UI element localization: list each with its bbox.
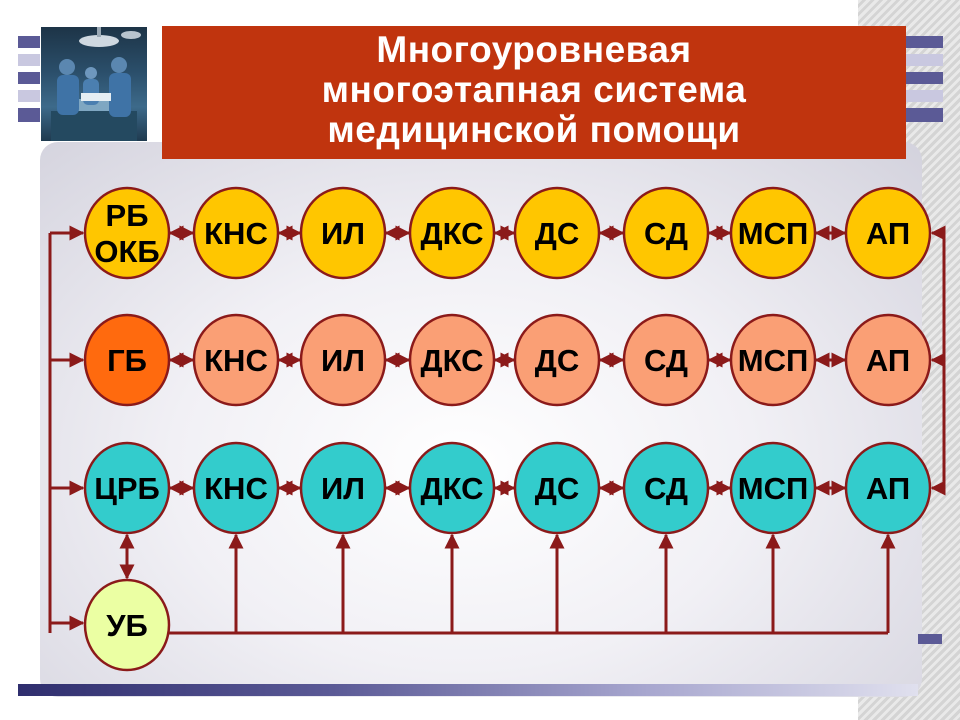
node-circle <box>83 578 171 672</box>
title-banner <box>162 26 906 159</box>
operating-room-photo <box>41 27 147 141</box>
stripe-decoration <box>905 108 943 122</box>
node-2-8: АП <box>844 313 932 407</box>
node-circle <box>192 313 280 407</box>
node-2-3: ИЛ <box>299 313 387 407</box>
node-label: ДС <box>535 343 579 378</box>
node-label: ДКС <box>421 471 484 506</box>
node-label: АП <box>866 343 910 378</box>
node-circle <box>729 313 817 407</box>
node-label: КНС <box>204 343 268 378</box>
stripe-decoration <box>18 54 40 66</box>
node-circle <box>408 186 496 280</box>
node-circle <box>513 441 601 535</box>
node-1-8: АП <box>844 186 932 280</box>
connectors <box>48 225 946 635</box>
node-circle <box>299 186 387 280</box>
node-3-3: ИЛ <box>299 441 387 535</box>
node-circle <box>844 441 932 535</box>
stripe-decoration <box>18 36 40 48</box>
node-circle <box>408 441 496 535</box>
node-circle <box>513 313 601 407</box>
node-circle <box>83 186 171 280</box>
title-line: многоэтапная система <box>321 69 747 110</box>
node-circle <box>729 186 817 280</box>
node-circle <box>513 186 601 280</box>
stripe-decoration <box>905 36 943 48</box>
node-label: МСП <box>738 471 809 506</box>
node-label: ИЛ <box>321 471 365 506</box>
node-circle <box>299 313 387 407</box>
node-1-5: ДС <box>513 186 601 280</box>
node-1-6: СД <box>622 186 710 280</box>
node-1-7: МСП <box>729 186 817 280</box>
node-3-2: КНС <box>192 441 280 535</box>
node-2-2: КНС <box>192 313 280 407</box>
node-label: АП <box>866 216 910 251</box>
node-circle <box>729 441 817 535</box>
node-circle <box>622 313 710 407</box>
node-circle <box>408 313 496 407</box>
node-circle <box>192 186 280 280</box>
node-label: ДКС <box>421 343 484 378</box>
node-2-7: МСП <box>729 313 817 407</box>
node-label: СД <box>644 343 688 378</box>
node-3-4: ДКС <box>408 441 496 535</box>
stripe-decoration <box>905 90 943 102</box>
node-circle <box>299 441 387 535</box>
bottom-accent-bar <box>18 684 918 696</box>
stripe-decoration <box>18 90 40 102</box>
title-line: медицинской помощи <box>327 109 741 150</box>
node-label: ИЛ <box>321 343 365 378</box>
node-label: КНС <box>204 216 268 251</box>
node-label: ГБ <box>107 343 147 378</box>
node-circle <box>622 186 710 280</box>
node-label: ЦРБ <box>94 471 160 506</box>
node-1-3: ИЛ <box>299 186 387 280</box>
node-circle <box>83 313 171 407</box>
node-1-4: ДКС <box>408 186 496 280</box>
node-label: ДС <box>535 471 579 506</box>
node-circle <box>844 186 932 280</box>
surgeons-illustration <box>51 27 141 141</box>
node-3-5: ДС <box>513 441 601 535</box>
node-circle <box>622 441 710 535</box>
node-label: МСП <box>738 343 809 378</box>
node-2-5: ДС <box>513 313 601 407</box>
node-1-2: КНС <box>192 186 280 280</box>
stripe-decoration <box>18 108 40 122</box>
node-label: АП <box>866 471 910 506</box>
title-line: Многоуровневая <box>376 29 692 70</box>
node-label: ДС <box>535 216 579 251</box>
stripe-decoration <box>905 54 943 66</box>
node-2-4: ДКС <box>408 313 496 407</box>
node-2-6: СД <box>622 313 710 407</box>
node-ub: УБ <box>83 578 171 672</box>
node-label: СД <box>644 471 688 506</box>
node-3-7: МСП <box>729 441 817 535</box>
node-label: ДКС <box>421 216 484 251</box>
node-label: МСП <box>738 216 809 251</box>
node-3-6: СД <box>622 441 710 535</box>
slide-title: Многоуровневая многоэтапная система меди… <box>162 30 906 150</box>
node-circle <box>844 313 932 407</box>
stripe-decoration <box>905 72 943 84</box>
node-2-1: ГБ <box>83 313 171 407</box>
node-3-8: АП <box>844 441 932 535</box>
node-3-1: ЦРБ <box>83 441 171 535</box>
node-label: ИЛ <box>321 216 365 251</box>
node-label: УБ <box>106 608 148 643</box>
node-label: СД <box>644 216 688 251</box>
node-circle <box>192 441 280 535</box>
bottom-accent-bar-right <box>918 634 942 644</box>
stripe-decoration <box>18 72 40 84</box>
node-label: КНС <box>204 471 268 506</box>
node-circle <box>83 441 171 535</box>
